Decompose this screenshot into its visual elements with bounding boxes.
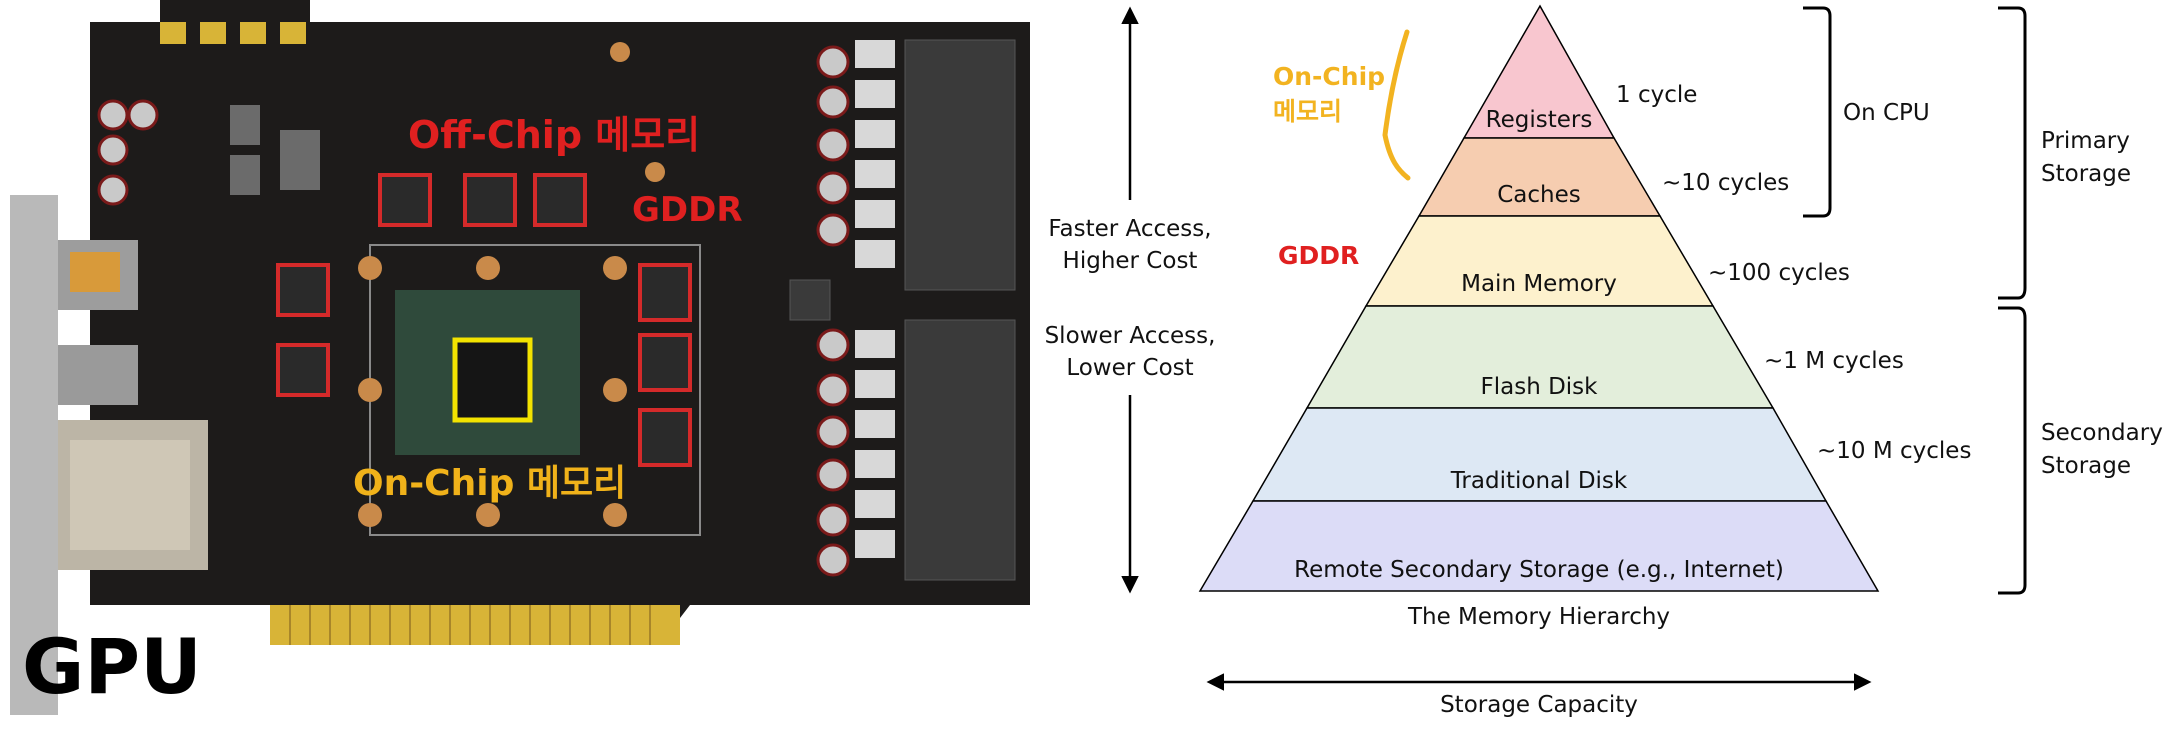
latency-registers: 1 cycle (1616, 82, 1697, 108)
gddr-chip-label: GDDR (632, 190, 743, 230)
on-cpu-bracket (1803, 6, 1832, 218)
latency-main-memory: ~100 cycles (1708, 260, 1850, 286)
gpu-board-image: Off-Chip 메모리 GDDR On-Chip 메모리 GPU (10, 0, 1030, 715)
slower-access-line1: Slower Access, (1045, 323, 1216, 349)
level-name-flash-disk: Flash Disk (1481, 374, 1599, 400)
faster-access-line2: Higher Cost (1063, 248, 1198, 274)
faster-access-line1: Faster Access, (1048, 216, 1211, 242)
level-name-main-memory: Main Memory (1461, 271, 1617, 297)
secondary-storage-bracket (1998, 306, 2027, 595)
latency-traditional-disk: ~10 M cycles (1817, 438, 1971, 464)
on-chip-annotation-line1: On-Chip (1273, 62, 1385, 91)
primary-storage-line1: Primary (2041, 128, 2130, 154)
level-name-caches: Caches (1497, 182, 1581, 208)
primary-storage-line2: Storage (2041, 161, 2131, 187)
on-chip-annotation-stroke (1382, 29, 1411, 181)
secondary-storage-line1: Secondary (2041, 420, 2163, 446)
storage-capacity-label: Storage Capacity (1440, 692, 1638, 718)
off-chip-label: Off-Chip 메모리 (408, 113, 700, 157)
gddr-annotation: GDDR (1278, 241, 1359, 270)
diagram-caption: The Memory Hierarchy (1407, 604, 1670, 630)
latency-flash-disk: ~1 M cycles (1764, 348, 1904, 374)
level-name-registers: Registers (1486, 107, 1593, 133)
level-name-remote-storage: Remote Secondary Storage (e.g., Internet… (1294, 557, 1784, 583)
slower-access-line2: Lower Cost (1066, 355, 1193, 381)
primary-storage-bracket (1998, 6, 2027, 300)
memory-hierarchy-diagram: Registers Caches Main Memory Flash Disk … (1045, 4, 2163, 718)
on-chip-label: On-Chip 메모리 (353, 463, 626, 504)
latency-caches: ~10 cycles (1662, 170, 1789, 196)
level-name-traditional-disk: Traditional Disk (1450, 468, 1628, 494)
secondary-storage-line2: Storage (2041, 453, 2131, 479)
level-remote-storage (1198, 500, 1880, 592)
on-chip-annotation-line2: 메모리 (1273, 97, 1342, 126)
gpu-title: GPU (22, 622, 202, 711)
on-cpu-label: On CPU (1843, 100, 1930, 126)
